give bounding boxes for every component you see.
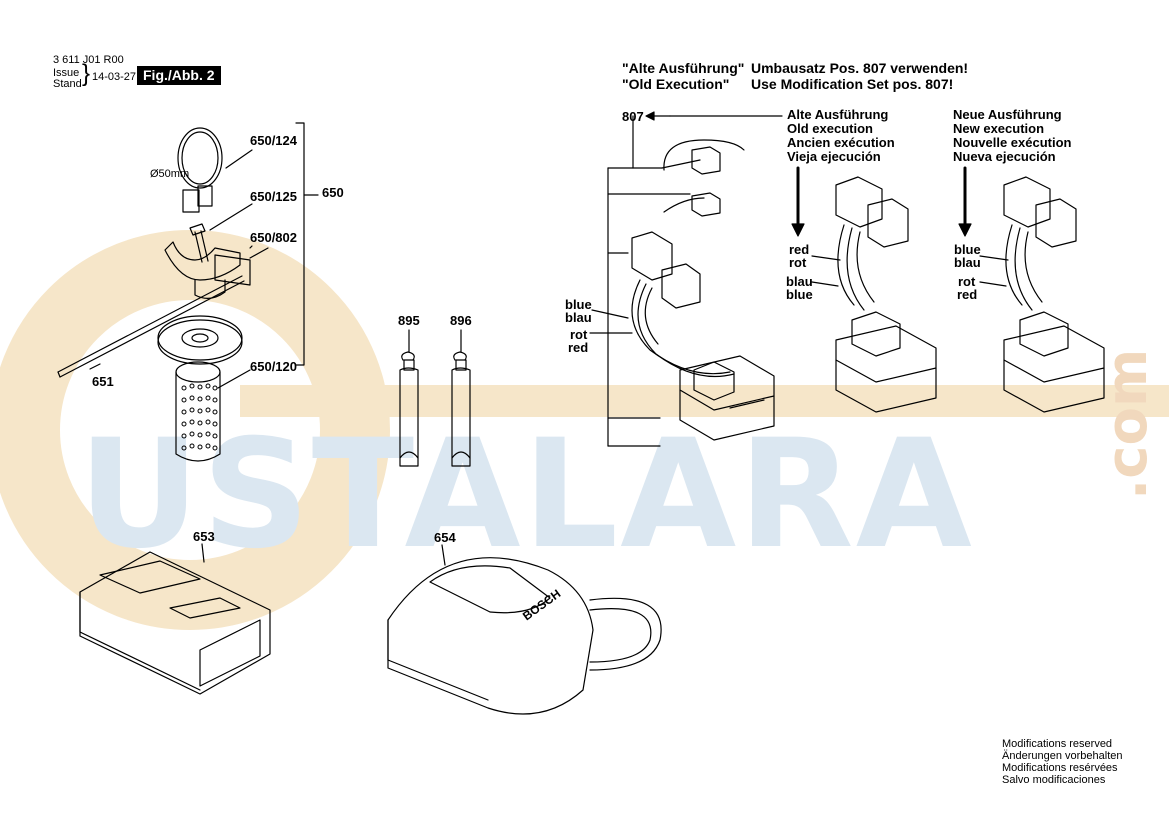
part-label-651: 651 bbox=[92, 374, 114, 389]
doc-number: 3 611 J01 R00 bbox=[53, 54, 124, 66]
switch-module-old bbox=[835, 176, 937, 413]
issue-date: 14-03-27 bbox=[92, 71, 137, 83]
depth-rod-part bbox=[57, 275, 245, 378]
diameter-label: Ø50mm bbox=[150, 168, 190, 180]
wire-mid-red-2: rot bbox=[789, 255, 807, 270]
notice-line2-left: "Old Execution" bbox=[622, 76, 730, 92]
stand-label: Stand bbox=[53, 78, 82, 90]
wire-mid-blue-1: blau bbox=[786, 274, 813, 289]
wire-right-red-1: rot bbox=[958, 274, 976, 289]
grip-part bbox=[175, 361, 221, 462]
wire-mid-blue-2: blue bbox=[786, 287, 813, 302]
part-label-654: 654 bbox=[434, 530, 456, 545]
wire-right-blue-2: blau bbox=[954, 255, 981, 270]
battery-pack-part bbox=[79, 543, 271, 695]
notice-line1-left: "Alte Ausführung" bbox=[622, 60, 745, 76]
issue-brace: } bbox=[82, 60, 91, 87]
part-label-650: 650 bbox=[322, 185, 344, 200]
part-label-653: 653 bbox=[193, 529, 215, 544]
figure-label: Fig./Abb. 2 bbox=[137, 66, 221, 85]
wire-left-red-1: rot bbox=[570, 327, 588, 342]
wire-left-blue-2: blau bbox=[565, 310, 592, 325]
part-label-895: 895 bbox=[398, 313, 420, 328]
part-label-650-125: 650/125 bbox=[250, 189, 297, 204]
wire-left-blue-1: blue bbox=[565, 297, 592, 312]
part-label-896: 896 bbox=[450, 313, 472, 328]
notice-line1-right: Umbausatz Pos. 807 verwenden! bbox=[751, 60, 969, 76]
clamp-band-part bbox=[177, 127, 223, 213]
modifications-note: Modifications reserved Änderungen vorbeh… bbox=[1002, 738, 1123, 786]
wire-left-red-2: red bbox=[568, 340, 589, 355]
part-label-807: 807 bbox=[622, 109, 644, 124]
part-label-650-124: 650/124 bbox=[250, 133, 297, 148]
grease-tube-896 bbox=[451, 351, 471, 467]
watermark-text: USTALARA bbox=[78, 408, 974, 582]
handle-head-part bbox=[164, 241, 251, 299]
handle-disc-part bbox=[157, 315, 243, 365]
notice-line2-right: Use Modification Set pos. 807! bbox=[751, 76, 954, 92]
issue-label: Issue bbox=[53, 67, 80, 79]
wire-right-blue-1: blue bbox=[954, 242, 981, 257]
switch-module-807 bbox=[631, 139, 775, 441]
part-label-650-802: 650/802 bbox=[250, 230, 297, 245]
switch-module-new bbox=[1003, 176, 1105, 413]
wire-right-red-2: red bbox=[957, 287, 978, 302]
grease-tube-895 bbox=[399, 351, 419, 467]
wire-mid-red-1: red bbox=[789, 242, 810, 257]
charger-part bbox=[387, 544, 662, 715]
part-label-650-120: 650/120 bbox=[250, 359, 297, 374]
wiring-bracket-807 bbox=[607, 115, 701, 447]
